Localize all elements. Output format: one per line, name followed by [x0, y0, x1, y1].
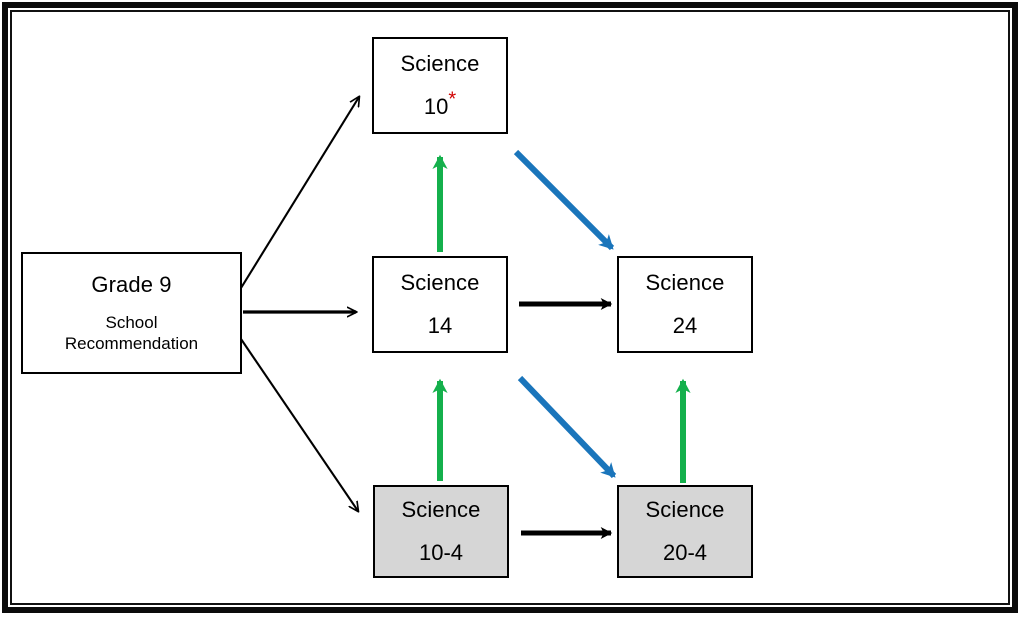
node-science-24-level: 24 [672, 313, 698, 338]
node-science-10-4-level: 10-4 [418, 540, 464, 565]
node-science-20-4[interactable]: Science 20-4 [617, 485, 753, 578]
node-science-10-asterisk: * [448, 88, 457, 111]
node-science-14-level: 14 [427, 313, 453, 338]
node-science-10-level: 10* [423, 90, 456, 120]
node-science-10-level-value: 10 [423, 94, 449, 119]
node-science-14[interactable]: Science 14 [372, 256, 508, 353]
edge-science14-to-science20-4 [517, 375, 617, 479]
node-science-24-subject: Science [645, 270, 725, 295]
node-science-24[interactable]: Science 24 [617, 256, 753, 353]
node-science-10-subject: Science [400, 51, 480, 76]
node-science-10-4-subject: Science [401, 497, 481, 522]
node-grade9-subtitle-line1: School [105, 313, 158, 332]
edge-science10-to-science24 [513, 149, 615, 251]
node-science-14-subject: Science [400, 270, 480, 295]
node-grade9-subtitle-line2: Recommendation [64, 334, 199, 353]
node-science-10-4[interactable]: Science 10-4 [373, 485, 509, 578]
edge-grade9-to-science10 [240, 97, 359, 289]
node-science-20-4-level: 20-4 [662, 540, 708, 565]
edge-grade9-to-science10-4 [240, 338, 358, 511]
outer-frame-border [2, 2, 1018, 613]
node-grade9[interactable]: Grade 9 School Recommendation [21, 252, 242, 374]
node-science-20-4-subject: Science [645, 497, 725, 522]
node-science-10[interactable]: Science 10* [372, 37, 508, 134]
node-grade9-title: Grade 9 [91, 272, 172, 297]
